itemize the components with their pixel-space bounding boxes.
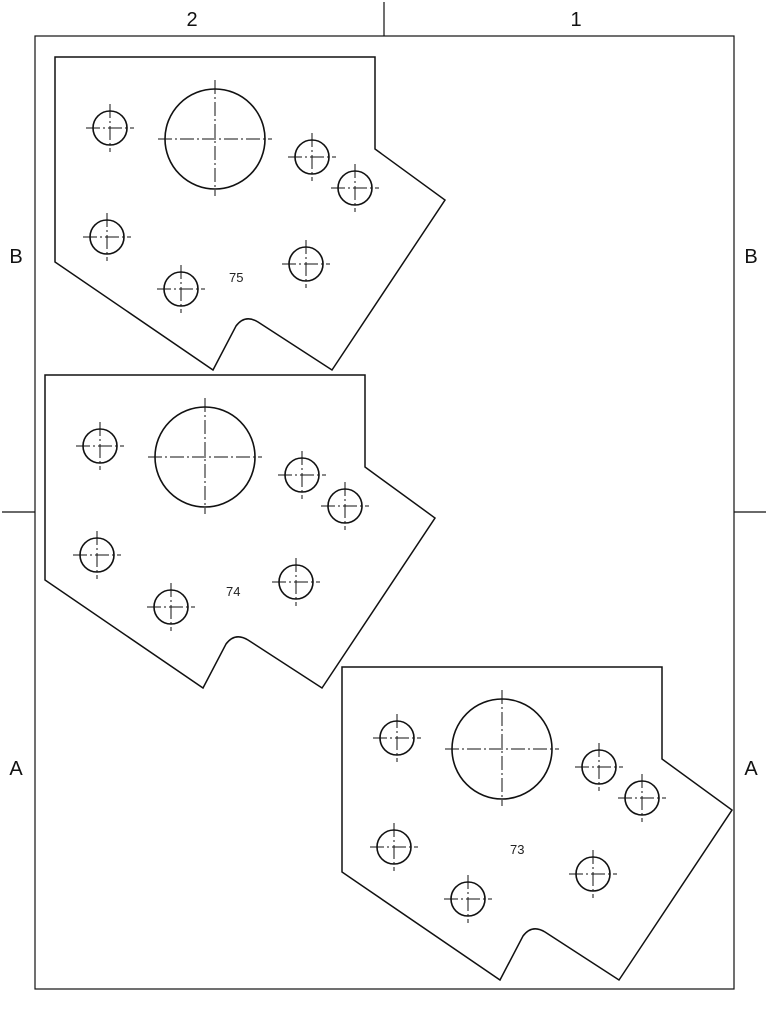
small-hole <box>618 774 666 822</box>
part-74: 74 <box>44 374 437 690</box>
small-hole <box>86 104 134 152</box>
large-hole <box>148 398 262 514</box>
part-73: 73 <box>341 666 734 982</box>
small-hole <box>157 265 205 313</box>
zone-label-column-1: 1 <box>570 9 581 31</box>
small-hole <box>73 531 121 579</box>
large-hole <box>158 80 272 196</box>
small-hole <box>282 240 330 288</box>
small-hole <box>373 714 421 762</box>
small-hole <box>444 875 492 923</box>
drawing-frame <box>34 35 735 990</box>
zone-label-row-a-left: A <box>9 758 23 780</box>
small-hole <box>76 422 124 470</box>
small-hole <box>569 850 617 898</box>
zone-label-row-b-right: B <box>744 246 757 268</box>
part-75: 75 <box>54 56 447 372</box>
part-outline <box>341 666 734 982</box>
small-hole <box>147 583 195 631</box>
part-outline <box>54 56 447 372</box>
small-hole <box>370 823 418 871</box>
small-hole <box>575 743 623 791</box>
zone-label-row-b-left: B <box>9 246 22 268</box>
small-hole <box>321 482 369 530</box>
part-label: 73 <box>510 842 524 857</box>
part-outline <box>44 374 437 690</box>
part-label: 74 <box>226 584 240 599</box>
small-hole <box>278 451 326 499</box>
small-hole <box>288 133 336 181</box>
part-label: 75 <box>229 270 243 285</box>
small-hole <box>272 558 320 606</box>
large-hole <box>445 690 559 806</box>
small-hole <box>331 164 379 212</box>
small-hole <box>83 213 131 261</box>
zone-label-row-a-right: A <box>744 758 758 780</box>
zone-label-column-2: 2 <box>186 9 197 31</box>
